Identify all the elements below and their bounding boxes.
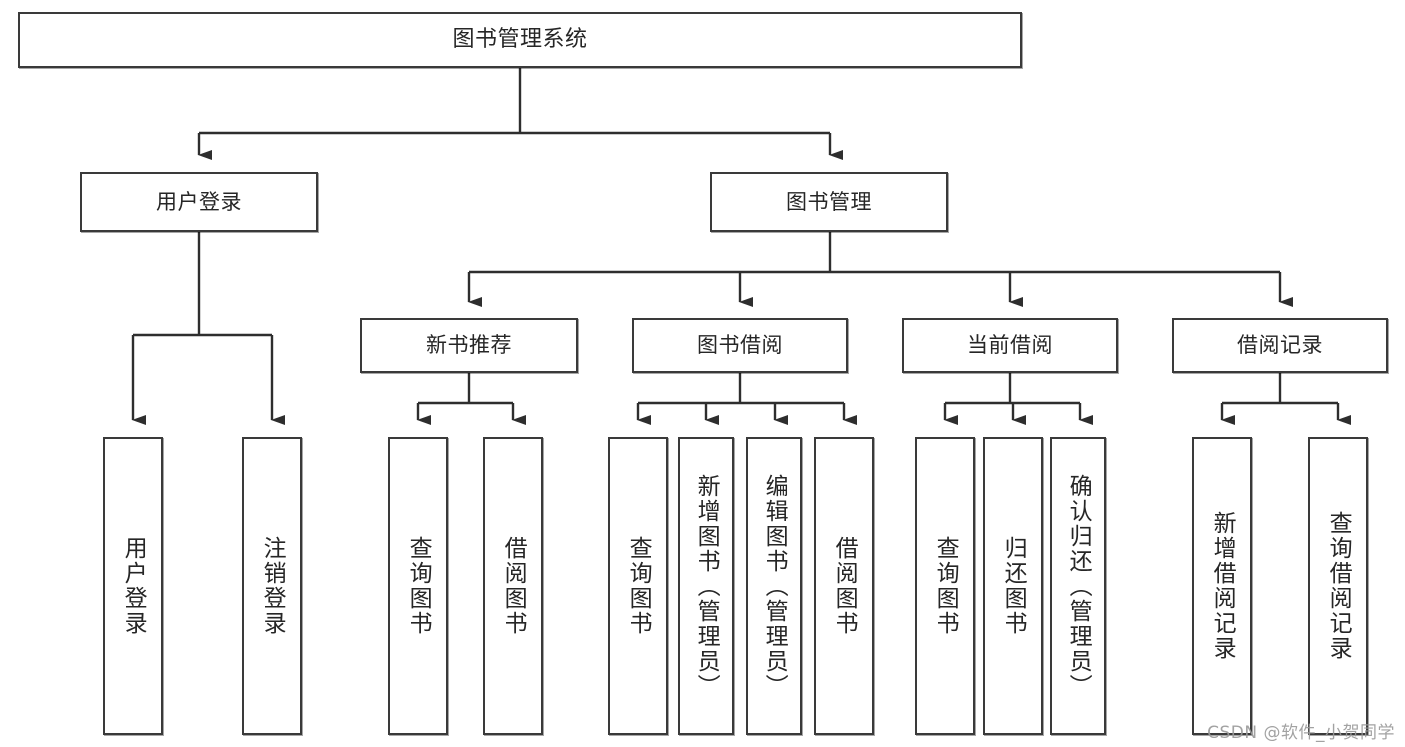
node-leaf-add-book[interactable]: 新增图书（管理员） [678, 437, 734, 735]
node-label: 借阅图书 [831, 536, 858, 636]
node-leaf-borrow-book-borrow[interactable]: 借阅图书 [814, 437, 874, 735]
node-label: 借阅记录 [1237, 333, 1323, 358]
node-borrow-record[interactable]: 借阅记录 [1172, 318, 1388, 373]
node-label: 当前借阅 [967, 333, 1053, 358]
node-leaf-add-borrow-record[interactable]: 新增借阅记录 [1192, 437, 1252, 735]
node-label: 新书推荐 [426, 333, 512, 358]
node-leaf-confirm-return[interactable]: 确认归还（管理员） [1050, 437, 1106, 735]
node-leaf-query-book-recommend[interactable]: 查询图书 [388, 437, 448, 735]
node-label: 借阅图书 [500, 536, 527, 636]
node-label: 查询图书 [405, 536, 432, 636]
node-label: 编辑图书（管理员） [761, 473, 788, 699]
node-book-borrow[interactable]: 图书借阅 [632, 318, 848, 373]
node-label: 用户登录 [120, 536, 147, 636]
node-leaf-query-book-borrow[interactable]: 查询图书 [608, 437, 668, 735]
node-label: 用户登录 [156, 189, 242, 214]
node-label: 查询图书 [932, 536, 959, 636]
node-leaf-return-book[interactable]: 归还图书 [983, 437, 1043, 735]
node-label: 新增图书（管理员） [693, 473, 720, 699]
node-leaf-user-login[interactable]: 用户登录 [103, 437, 163, 735]
node-label: 查询借阅记录 [1325, 511, 1352, 661]
node-leaf-query-book-current[interactable]: 查询图书 [915, 437, 975, 735]
csdn-watermark: CSDN @软件_小贺同学 [1207, 723, 1395, 743]
node-current-borrow[interactable]: 当前借阅 [902, 318, 1118, 373]
node-root-system[interactable]: 图书管理系统 [18, 12, 1022, 68]
node-leaf-borrow-book-recommend[interactable]: 借阅图书 [483, 437, 543, 735]
node-new-book-recommend[interactable]: 新书推荐 [360, 318, 578, 373]
node-leaf-query-borrow-record[interactable]: 查询借阅记录 [1308, 437, 1368, 735]
node-label: 查询图书 [625, 536, 652, 636]
node-label: 归还图书 [1000, 536, 1027, 636]
node-leaf-edit-book[interactable]: 编辑图书（管理员） [746, 437, 802, 735]
node-label: 注销登录 [259, 536, 286, 636]
node-label: 图书借阅 [697, 333, 783, 358]
node-label: 新增借阅记录 [1209, 511, 1236, 661]
node-label: 确认归还（管理员） [1065, 473, 1092, 699]
node-label: 图书管理 [786, 189, 872, 214]
node-book-management[interactable]: 图书管理 [710, 172, 948, 232]
node-label: 图书管理系统 [452, 27, 588, 53]
node-user-login[interactable]: 用户登录 [80, 172, 318, 232]
node-leaf-user-logout[interactable]: 注销登录 [242, 437, 302, 735]
